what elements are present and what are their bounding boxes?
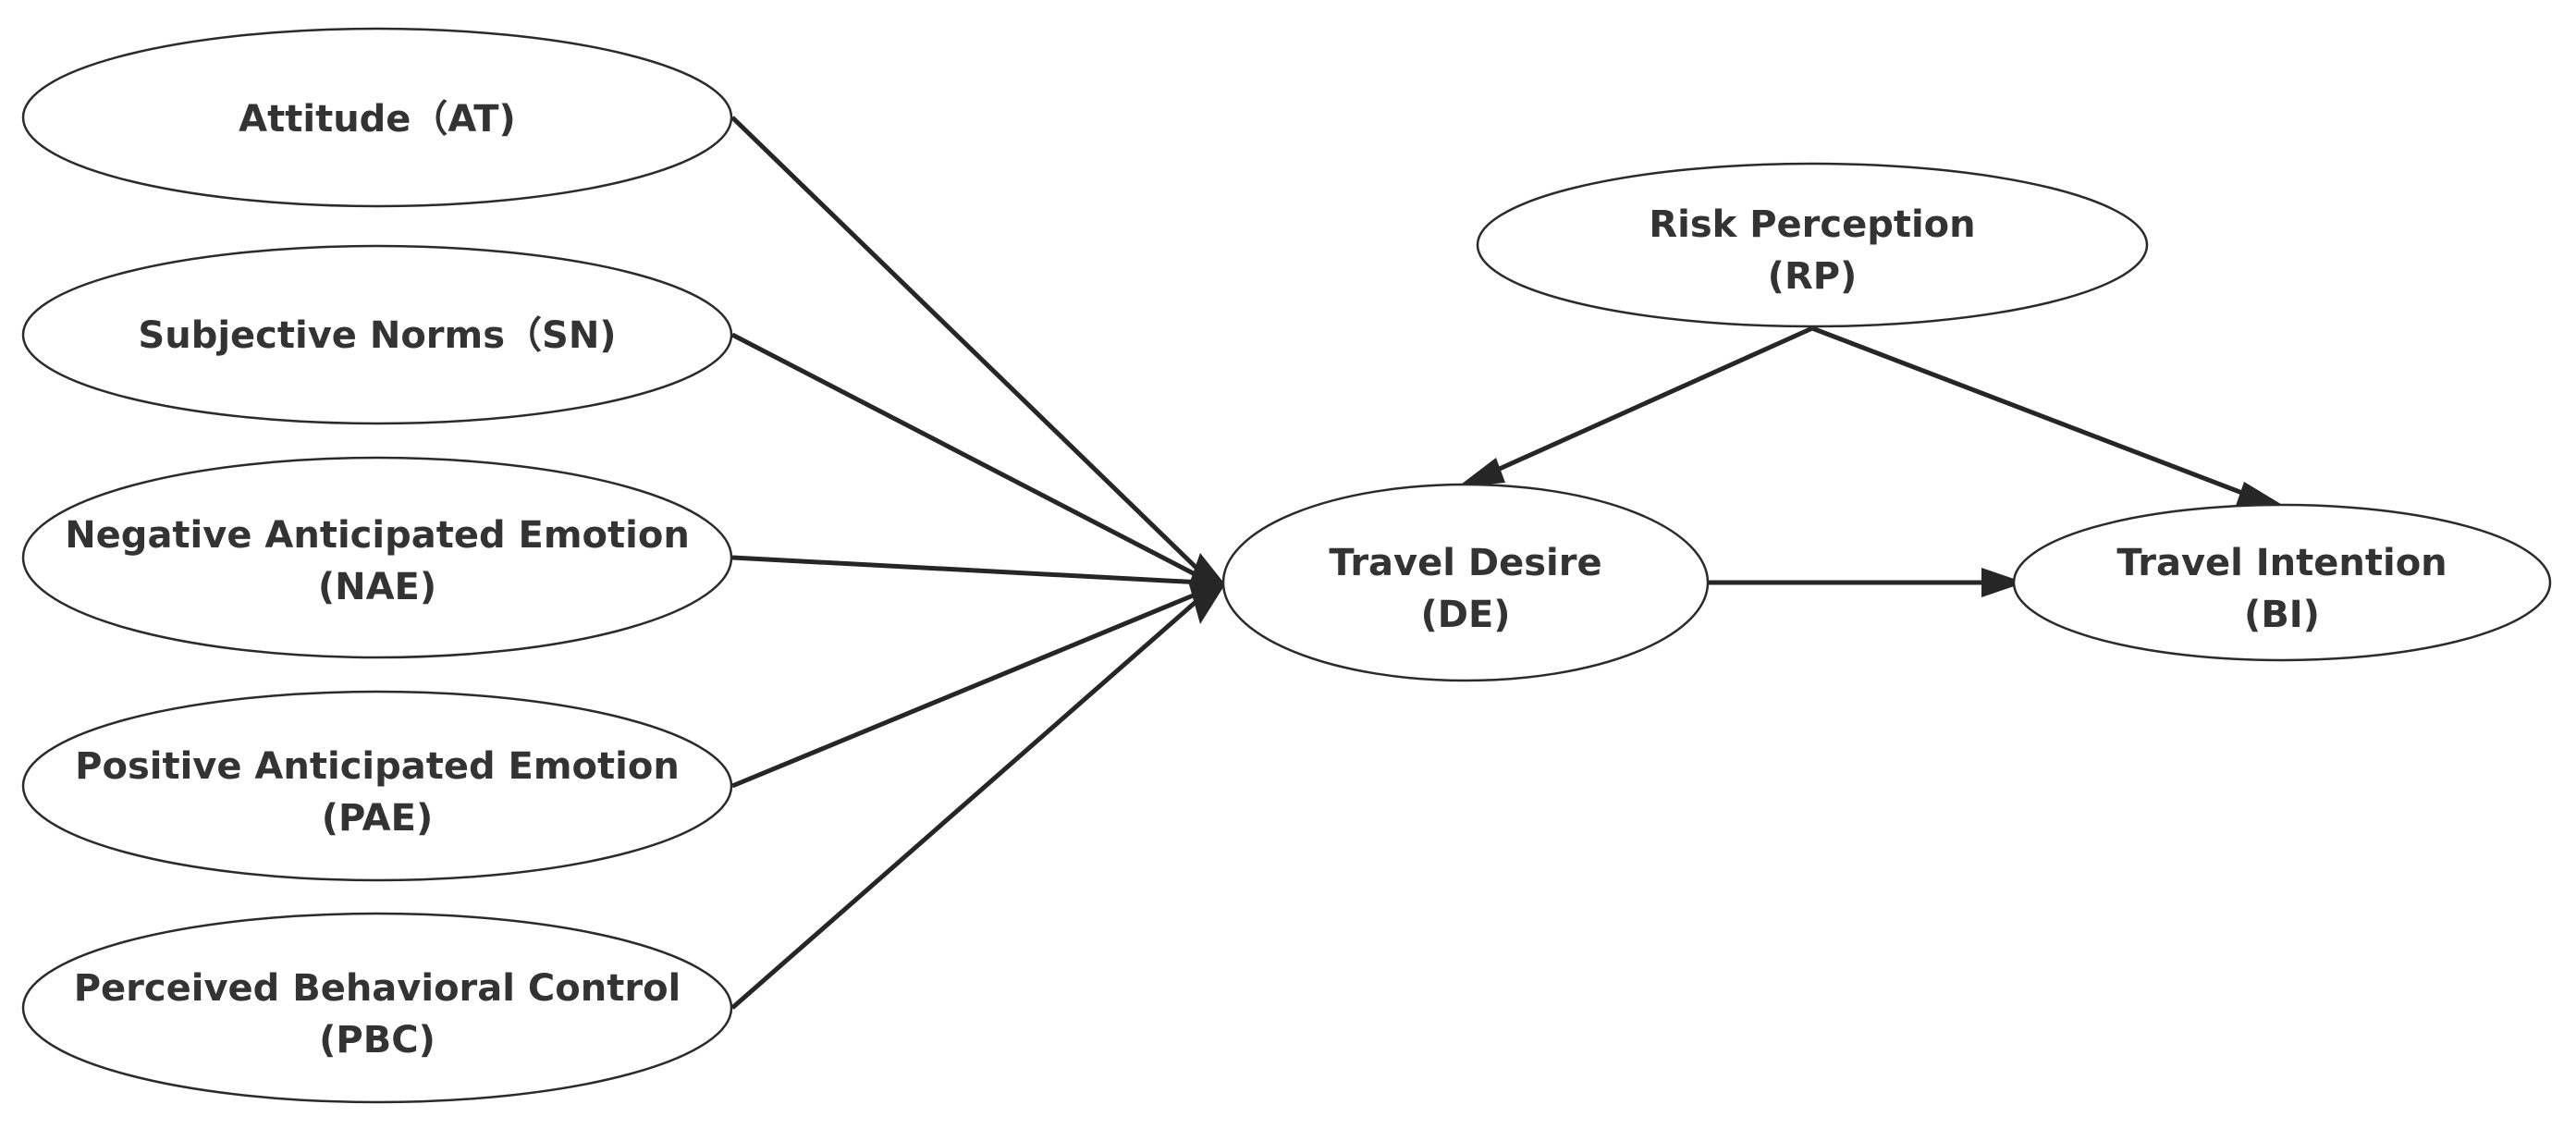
- arrowhead-rp-to-bi: [2236, 482, 2288, 509]
- node-de: Travel Desire (DE): [1221, 483, 1710, 682]
- arrowhead-rp-to-de: [1457, 458, 1505, 487]
- node-bi-label-line1: Travel Intention: [2116, 542, 2447, 584]
- node-rp-label-line1: Risk Perception: [1649, 203, 1975, 246]
- edge-at-to-de: [730, 116, 1204, 575]
- node-at-ellipse: [21, 27, 733, 208]
- node-pbc-label-line2: (PBC): [319, 1019, 435, 1062]
- node-bi: Travel Intention (BI): [2012, 503, 2552, 662]
- node-pae-ellipse: [21, 690, 733, 882]
- edge-nae-to-de: [731, 555, 1203, 585]
- edge-pbc-to-de: [730, 595, 1204, 1010]
- arrowhead-de-to-bi: [1981, 568, 2025, 597]
- node-pae-label-line1: Positive Anticipated Emotion: [75, 745, 680, 788]
- node-rp-ellipse: [1476, 162, 2149, 328]
- node-sn-ellipse: [21, 244, 733, 425]
- node-pbc-label-line1: Perceived Behavioral Control: [74, 967, 681, 1010]
- node-at-label: Attitude（AT): [239, 98, 516, 141]
- node-sn-label: Subjective Norms（SN): [138, 314, 616, 357]
- node-pae-label-line2: (PAE): [322, 797, 434, 840]
- arrowhead-into-de: [1189, 553, 1225, 624]
- node-at: Attitude（AT): [21, 27, 733, 208]
- node-pbc-ellipse: [21, 912, 733, 1104]
- node-nae-label-line2: (NAE): [318, 566, 436, 608]
- node-de-label-line2: (DE): [1420, 594, 1510, 636]
- node-de-label-line1: Travel Desire: [1329, 542, 1601, 584]
- node-rp: Risk Perception (RP): [1476, 162, 2149, 328]
- edge-sn-to-de: [730, 332, 1204, 581]
- node-nae-label-line1: Negative Anticipated Emotion: [65, 514, 690, 557]
- node-bi-label-line2: (BI): [2244, 594, 2320, 636]
- node-bi-ellipse: [2012, 503, 2552, 662]
- edge-rp-to-bi: [1811, 325, 2243, 496]
- edges: [730, 116, 2243, 1010]
- edge-pae-to-de: [731, 589, 1203, 789]
- node-nae-ellipse: [21, 456, 733, 659]
- node-nae: Negative Anticipated Emotion (NAE): [21, 456, 733, 659]
- node-pbc: Perceived Behavioral Control (PBC): [21, 912, 733, 1104]
- node-rp-label-line2: (RP): [1768, 255, 1858, 298]
- arrowheads: [1189, 458, 2288, 624]
- node-pae: Positive Anticipated Emotion (PAE): [21, 690, 733, 882]
- node-sn: Subjective Norms（SN): [21, 244, 733, 425]
- node-de-ellipse: [1221, 483, 1710, 682]
- edge-rp-to-de: [1491, 325, 1814, 474]
